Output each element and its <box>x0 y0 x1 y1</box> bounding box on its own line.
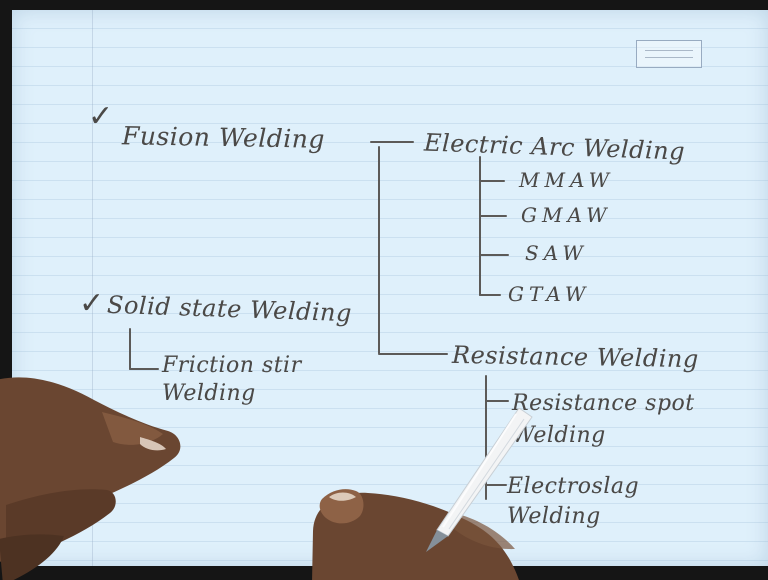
saw-label: SAW <box>525 241 588 265</box>
gmaw-label: GMAW <box>521 203 612 227</box>
gtaw-branch-line <box>479 294 501 296</box>
right-hand <box>312 489 519 580</box>
resistance-branch-line <box>378 353 448 355</box>
fusion-tick-icon: ✓ <box>88 99 114 134</box>
resistance-spot-branch-line <box>485 400 509 402</box>
electroslag-welding-label: Electroslag Welding <box>507 474 640 529</box>
main-tree-trunk <box>378 146 380 354</box>
solid-state-tick-icon: ✓ <box>79 286 105 321</box>
fusion-welding-label: Fusion Welding <box>121 121 326 154</box>
arc-subtree-trunk <box>479 156 481 296</box>
pen-icon <box>426 408 533 552</box>
stamp-mark-top <box>645 50 693 51</box>
resistance-welding-label: Resistance Welding <box>451 340 699 374</box>
resistance-subtree-trunk <box>485 375 487 500</box>
gtaw-label: GTAW <box>508 282 591 306</box>
mmaw-branch-line <box>479 180 505 182</box>
mmaw-label: MMAW <box>519 168 615 192</box>
fusion-to-tree-connector <box>370 141 414 143</box>
saw-branch-line <box>479 254 509 256</box>
left-hand <box>0 377 181 580</box>
gmaw-branch-line <box>479 215 507 217</box>
electroslag-branch-line <box>485 484 507 486</box>
friction-stir-welding-label: Friction stir Welding <box>162 353 302 406</box>
stamp-mark-bottom <box>645 57 693 58</box>
resistance-spot-welding-label: Resistance spot Welding <box>512 391 695 448</box>
solid-state-subtree-trunk <box>129 328 131 370</box>
friction-stir-branch-line <box>129 368 159 370</box>
corner-stamp <box>636 40 702 68</box>
paper-margin-line <box>92 10 93 566</box>
